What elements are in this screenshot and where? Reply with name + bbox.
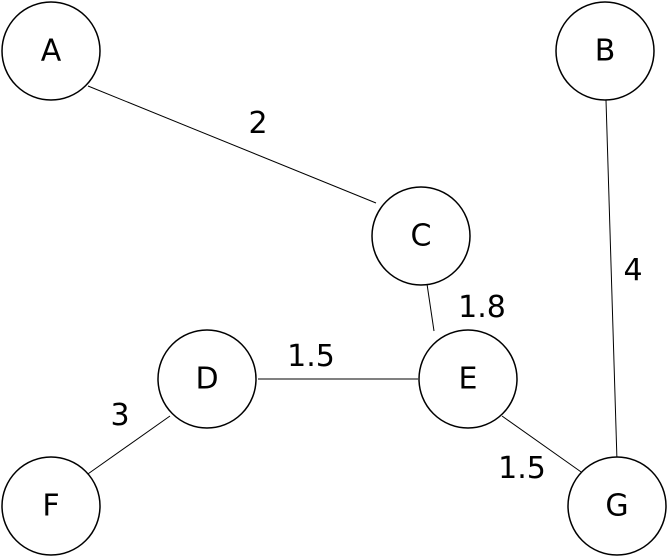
edge-d-f <box>84 415 171 477</box>
node-b: B <box>555 1 655 101</box>
node-label-b: B <box>595 34 616 69</box>
edge-c-e <box>426 283 435 332</box>
node-label-c: C <box>411 219 432 254</box>
edge-label-b-g: 4 <box>623 253 642 288</box>
node-g: G <box>567 456 667 556</box>
edge-label-d-f: 3 <box>110 398 129 433</box>
edge-label-d-e: 1.5 <box>287 339 335 374</box>
node-label-g: G <box>605 489 628 524</box>
edge-b-g <box>605 99 618 462</box>
node-f: F <box>1 456 101 556</box>
node-d: D <box>157 329 257 429</box>
edges <box>84 85 618 477</box>
edge-label-e-g: 1.5 <box>498 451 546 486</box>
node-a: A <box>1 1 101 101</box>
edge-a-c <box>87 85 377 204</box>
node-label-e: E <box>459 362 478 397</box>
edge-label-a-c: 2 <box>248 106 267 141</box>
edge-e-g <box>501 415 585 475</box>
node-label-f: F <box>42 489 59 524</box>
node-label-d: D <box>195 362 218 397</box>
node-c: C <box>371 186 471 286</box>
edge-label-c-e: 1.8 <box>458 290 506 325</box>
node-label-a: A <box>41 34 62 69</box>
node-e: E <box>418 329 518 429</box>
edge-labels: 2 4 1.8 1.5 3 1.5 <box>110 106 642 486</box>
